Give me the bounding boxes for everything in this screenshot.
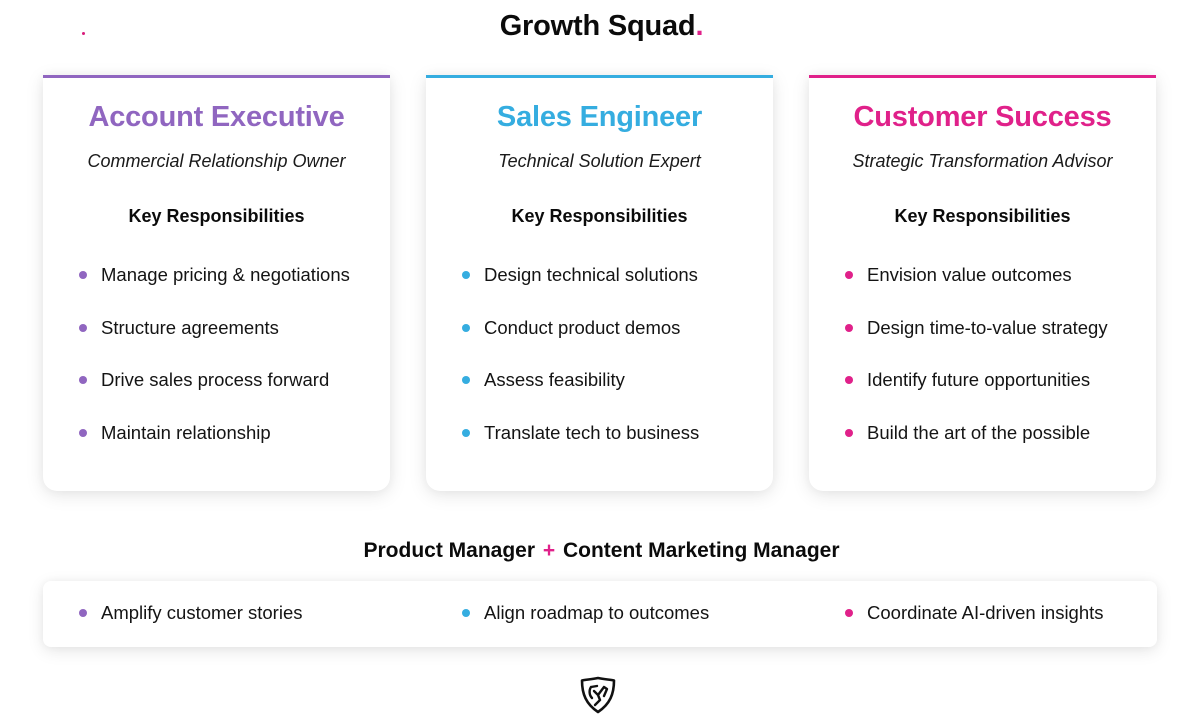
support-role-left: Product Manager: [363, 539, 536, 562]
list-item: Manage pricing & negotiations: [79, 264, 390, 286]
plus-icon: +: [542, 539, 556, 562]
key-responsibilities-heading: Key Responsibilities: [128, 206, 305, 226]
list-item: Envision value outcomes: [845, 264, 1156, 286]
list-item: Structure agreements: [79, 317, 390, 339]
bullet-icon: [845, 428, 853, 437]
list-item-label: Coordinate AI-driven insights: [867, 602, 1104, 623]
card-subtitle: Commercial Relationship Owner: [87, 151, 346, 171]
list-item-label: Translate tech to business: [484, 421, 700, 443]
bullet-icon: [462, 428, 470, 437]
bullet-icon: [462, 323, 470, 332]
list-item: Conduct product demos: [462, 317, 773, 339]
list-item: Design time-to-value strategy: [845, 317, 1156, 339]
card-subtitle: Technical Solution Expert: [498, 151, 701, 171]
list-item-label: Conduct product demos: [484, 316, 681, 338]
list-item-label: Envision value outcomes: [867, 264, 1072, 285]
page-title: Growth Squad.: [0, 10, 1203, 43]
list-item: Align roadmap to outcomes: [462, 602, 709, 624]
card-account-executive: Account Executive Commercial Relationshi…: [43, 75, 390, 491]
bullet-icon: [462, 376, 470, 384]
responsibility-list: Envision value outcomes Design time-to-v…: [809, 264, 1156, 444]
list-item-label: Align roadmap to outcomes: [484, 602, 710, 623]
bullet-icon: [845, 376, 853, 384]
card-sales-engineer: Sales Engineer Technical Solution Expert…: [426, 75, 773, 491]
responsibility-list: Design technical solutions Conduct produ…: [426, 264, 773, 444]
page-title-text: Growth Squad: [499, 10, 696, 42]
list-item: Identify future opportunities: [845, 369, 1156, 391]
bullet-icon: [79, 376, 87, 384]
page-title-accent-dot: .: [695, 10, 704, 42]
list-item: Assess feasibility: [462, 369, 773, 391]
support-role-right: Content Marketing Manager: [562, 539, 840, 562]
card-title: Sales Engineer: [496, 101, 703, 133]
list-item-label: Design technical solutions: [484, 264, 698, 285]
shield-logo-icon: [580, 676, 616, 714]
bullet-icon: [845, 323, 853, 332]
bullet-icon: [79, 323, 87, 332]
list-item-label: Build the art of the possible: [867, 421, 1091, 443]
list-item-label: Design time-to-value strategy: [867, 316, 1108, 338]
list-item-label: Drive sales process forward: [101, 369, 330, 390]
list-item: Maintain relationship: [79, 422, 390, 444]
list-item: Amplify customer stories: [79, 602, 303, 624]
list-item: Design technical solutions: [462, 264, 773, 286]
bullet-icon: [845, 609, 853, 617]
list-item-label: Amplify customer stories: [101, 602, 303, 623]
list-item: Coordinate AI-driven insights: [845, 602, 1104, 624]
list-item: Build the art of the possible: [845, 422, 1156, 444]
card-customer-success: Customer Success Strategic Transformatio…: [809, 75, 1156, 491]
support-roles-heading: Product Manager + Content Marketing Mana…: [0, 539, 1203, 563]
card-title: Account Executive: [88, 101, 345, 133]
bullet-icon: [79, 609, 87, 617]
list-item-label: Structure agreements: [101, 316, 279, 338]
responsibility-list: Manage pricing & negotiations Structure …: [43, 264, 390, 444]
decorative-dot: [82, 32, 85, 35]
role-cards: Account Executive Commercial Relationshi…: [43, 75, 1157, 492]
support-activities-box: Amplify customer stories Align roadmap t…: [43, 581, 1157, 647]
card-subtitle: Strategic Transformation Advisor: [852, 151, 1113, 171]
bullet-icon: [79, 271, 87, 279]
list-item-label: Identify future opportunities: [867, 369, 1091, 390]
bullet-icon: [845, 271, 853, 279]
list-item-label: Maintain relationship: [101, 421, 271, 443]
list-item-label: Manage pricing & negotiations: [101, 264, 350, 285]
list-item-label: Assess feasibility: [484, 369, 625, 390]
list-item: Translate tech to business: [462, 422, 773, 444]
key-responsibilities-heading: Key Responsibilities: [894, 206, 1071, 226]
bullet-icon: [462, 271, 470, 279]
key-responsibilities-heading: Key Responsibilities: [511, 206, 688, 226]
bullet-icon: [79, 428, 87, 437]
card-title: Customer Success: [853, 101, 1112, 133]
list-item: Drive sales process forward: [79, 369, 390, 391]
bullet-icon: [462, 609, 470, 617]
